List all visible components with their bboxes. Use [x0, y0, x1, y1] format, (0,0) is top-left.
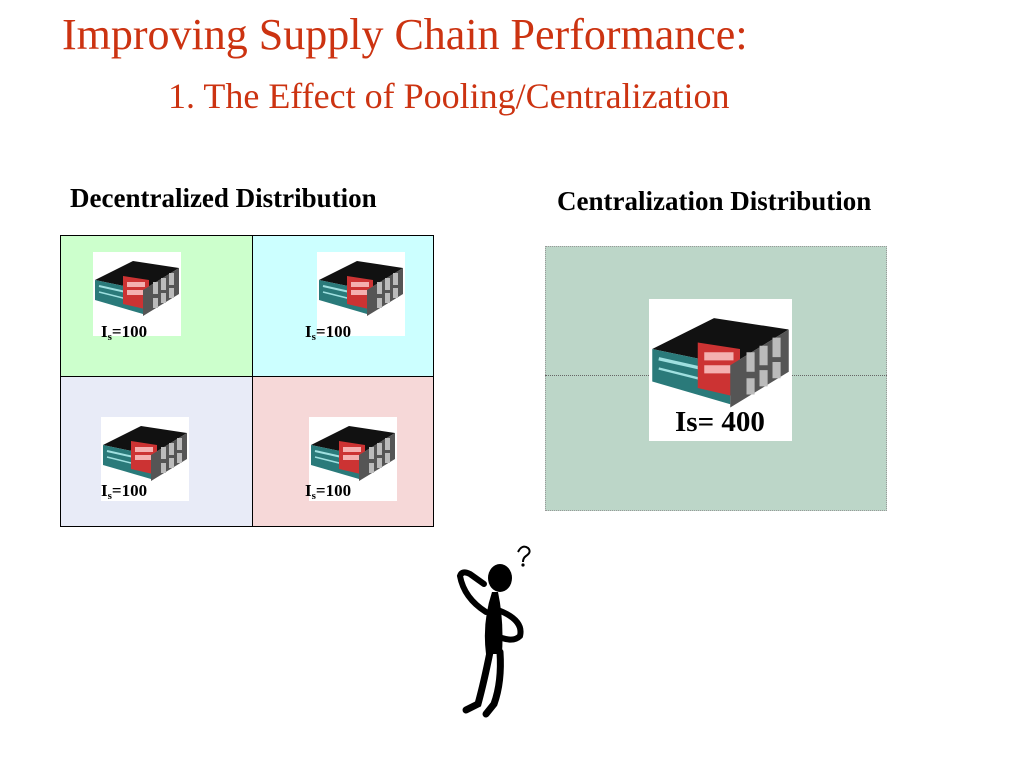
warehouse-icon: [93, 252, 181, 336]
slide-subtitle: 1. The Effect of Pooling/Centralization: [168, 76, 730, 116]
inventory-label: Is=100: [305, 481, 352, 502]
warehouse-icon: [649, 299, 792, 441]
region-top-right: Is=100: [253, 236, 433, 377]
region-bottom-right: Is=100: [253, 377, 433, 526]
region-bottom-left: Is=100: [61, 377, 253, 526]
decentralized-grid: Is=100 Is=100 Is=100 Is=100: [60, 235, 434, 527]
warehouse-icon: [101, 417, 189, 501]
warehouse-icon: [317, 252, 405, 336]
central-inventory-label: Is= 400: [675, 406, 765, 438]
thinking-person-icon: [456, 545, 531, 718]
warehouse-icon: [309, 417, 397, 501]
inventory-label: Is=100: [305, 322, 352, 343]
region-top-left: Is=100: [61, 236, 253, 377]
centralized-heading: Centralization Distribution: [557, 186, 872, 216]
inventory-label: Is=100: [101, 481, 148, 502]
inventory-label: Is=100: [101, 322, 148, 343]
slide-title: Improving Supply Chain Performance:: [62, 10, 748, 59]
decentralized-heading: Decentralized Distribution: [70, 183, 377, 213]
